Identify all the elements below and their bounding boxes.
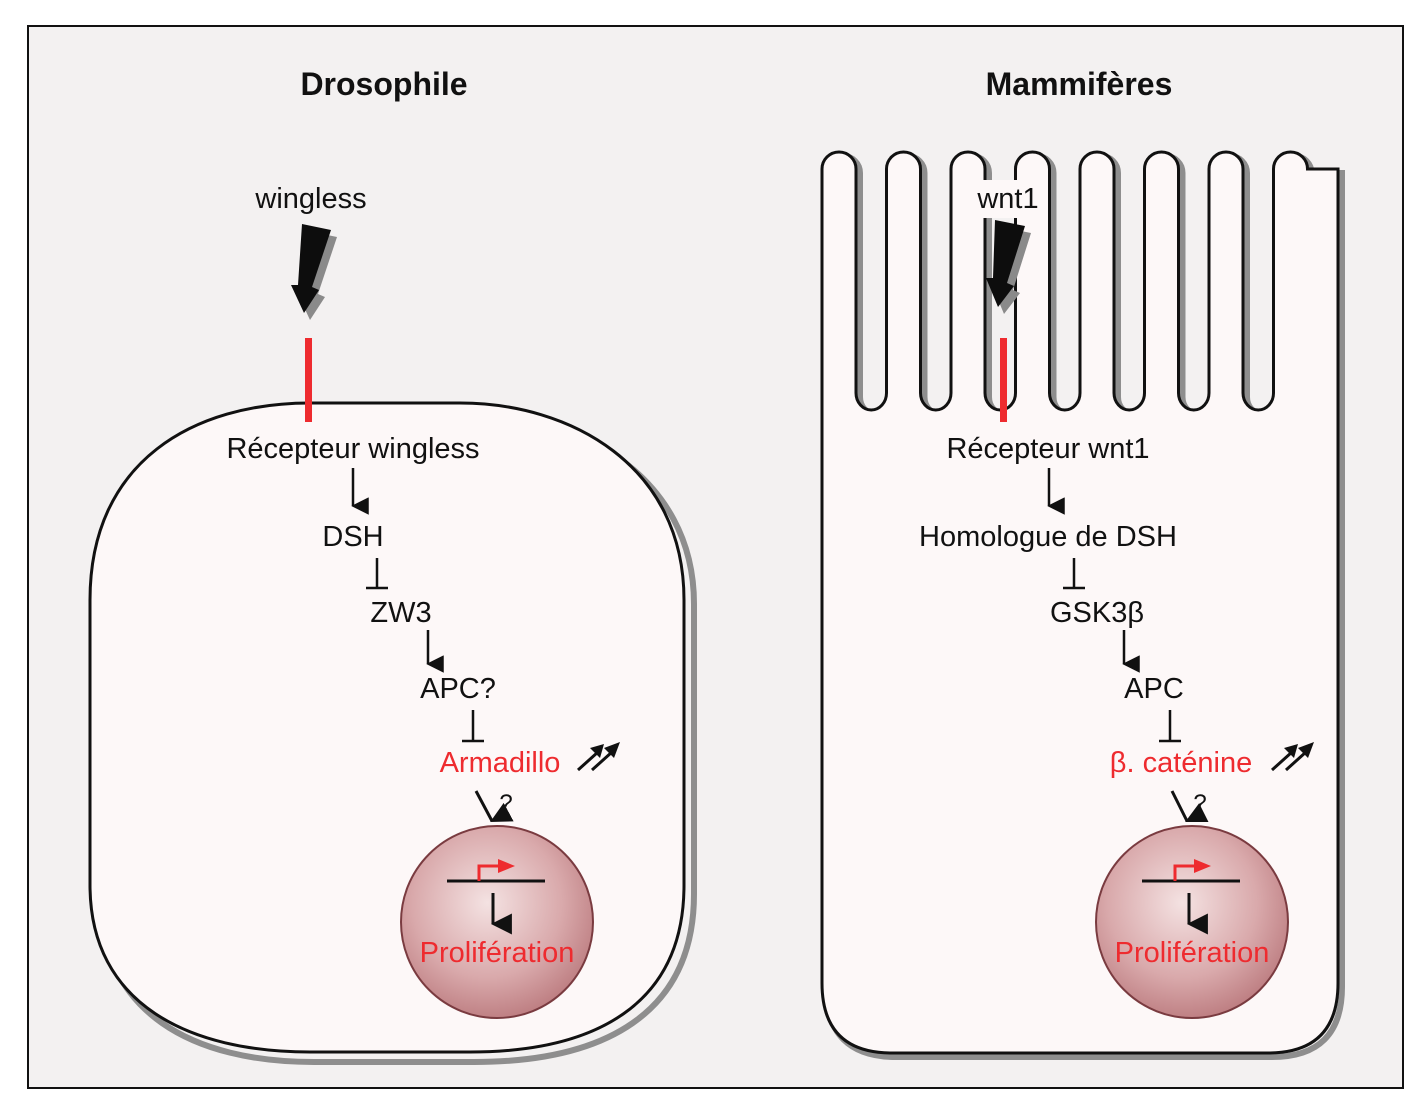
pathway-node-highlighted: Armadillo bbox=[440, 747, 561, 779]
inhibition-bar-icon bbox=[1159, 710, 1181, 743]
pathway-node: Homologue de DSH bbox=[919, 521, 1177, 553]
uncertain-link-label: ? bbox=[1193, 790, 1206, 817]
ligand-arrow-icon bbox=[986, 220, 1031, 314]
panel-drosophila: Drosophile wingless Récepteur wingless D… bbox=[88, 66, 697, 1065]
panel-mammals: Mammifères wnt1 Récepteur wnt1 Homologue… bbox=[820, 66, 1345, 1060]
panel-title: Mammifères bbox=[986, 66, 1173, 102]
receptor-label: Récepteur wnt1 bbox=[946, 433, 1149, 465]
ligand-label-background bbox=[972, 180, 1044, 218]
activation-arrow-icon bbox=[1170, 790, 1209, 822]
panel-title: Drosophile bbox=[300, 66, 467, 102]
receptor-icon bbox=[1000, 338, 1007, 422]
receptor-label: Récepteur wingless bbox=[226, 433, 479, 465]
ligand-arrow-icon bbox=[291, 224, 337, 320]
pathway-node: DSH bbox=[322, 521, 383, 553]
pathway-node-highlighted: β. caténine bbox=[1110, 747, 1252, 779]
receptor-icon bbox=[305, 338, 312, 422]
gene-promoter-icon bbox=[1142, 859, 1240, 883]
gene-promoter-icon bbox=[447, 859, 545, 883]
inhibition-bar-icon bbox=[1063, 558, 1085, 590]
ligand-label: wnt1 bbox=[976, 183, 1038, 215]
inhibition-bar-icon bbox=[462, 710, 484, 743]
nucleus bbox=[1095, 825, 1289, 1019]
nucleus-output-label: Prolifération bbox=[420, 937, 575, 969]
nucleus-output-label: Prolifération bbox=[1115, 937, 1270, 969]
pathway-node: APC? bbox=[420, 673, 496, 705]
inhibition-bar-icon bbox=[366, 558, 388, 590]
cell-membrane bbox=[88, 401, 686, 1054]
ligand-label: wingless bbox=[254, 183, 366, 215]
increase-double-arrow-icon bbox=[576, 742, 620, 772]
increase-double-arrow-icon bbox=[1270, 742, 1314, 772]
pathway-node: ZW3 bbox=[370, 597, 431, 629]
uncertain-link-label: ? bbox=[499, 790, 512, 817]
pathway-node: APC bbox=[1124, 673, 1184, 705]
activation-arrow-icon bbox=[474, 790, 514, 822]
nucleus bbox=[400, 825, 594, 1019]
pathway-node: GSK3β bbox=[1050, 597, 1144, 629]
